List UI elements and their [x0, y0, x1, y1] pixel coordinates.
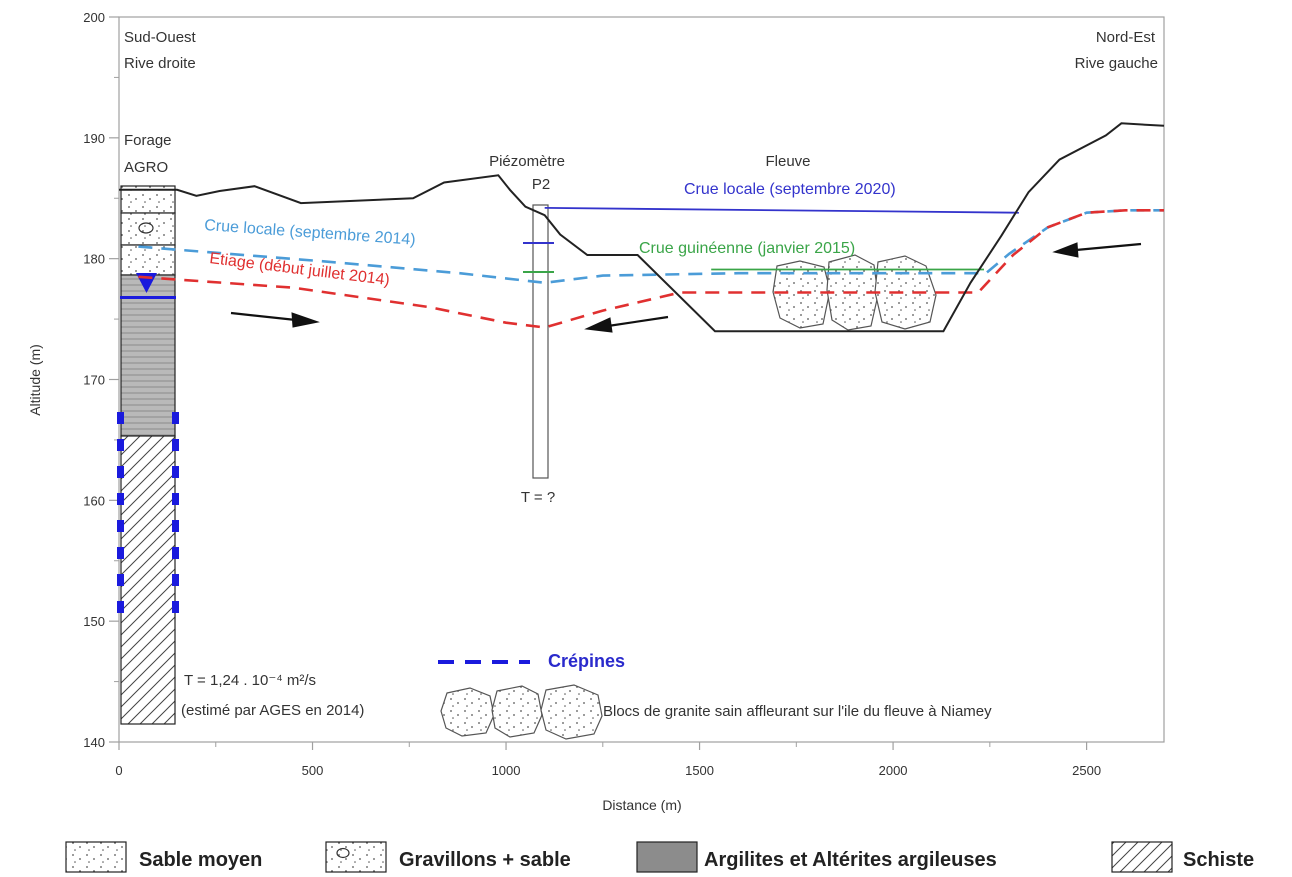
label-rive-droite: Rive droite [124, 55, 196, 72]
crepines-screens [117, 412, 179, 613]
y-tick-label: 190 [83, 131, 105, 146]
y-axis-ticks: 140 150 160 170 180 190 200 [83, 10, 119, 750]
lithology-legend: Sable moyen Gravillons + sable Argilites… [65, 841, 1254, 873]
x-tick-label: 2500 [1072, 763, 1101, 778]
water-level-lines [138, 207, 1164, 329]
label-nord-est: Nord-Est [1096, 29, 1156, 46]
flow-arrow-icon [584, 315, 669, 333]
y-tick-label: 200 [83, 10, 105, 25]
transmissivity-source: (estimé par AGES en 2014) [181, 702, 364, 719]
y-axis-label: Altitude (m) [27, 344, 43, 416]
screen-segment [172, 493, 179, 505]
screen-segment [172, 412, 179, 424]
screen-segment [117, 574, 124, 586]
x-tick-label: 0 [115, 763, 122, 778]
legend-label-argilites: Argilites et Altérites argileuses [704, 849, 997, 871]
label-rive-gauche: Rive gauche [1075, 55, 1158, 72]
legend-swatch-gravillons [325, 841, 387, 873]
legend-swatch-argilites [636, 841, 698, 873]
granite-legend-label: Blocs de granite sain affleurant sur l'i… [603, 703, 992, 720]
legend-label-sable: Sable moyen [139, 849, 262, 871]
piezometer-transmissivity: T = ? [521, 489, 555, 506]
plot-frame [118, 16, 1165, 743]
x-axis-label: Distance (m) [602, 797, 681, 813]
forage-label: Forage [124, 132, 172, 149]
screen-segment [172, 601, 179, 613]
fleuve-label: Fleuve [765, 153, 810, 170]
screen-segment [117, 466, 124, 478]
granite-legend-icon [440, 684, 603, 740]
legend-swatch-sable [65, 841, 127, 873]
x-tick-label: 500 [302, 763, 324, 778]
x-tick-label: 1500 [685, 763, 714, 778]
p2-label: P2 [532, 176, 550, 193]
screen-segment [117, 547, 124, 559]
ground-surface-profile [119, 122, 1165, 333]
screen-segment [117, 493, 124, 505]
x-tick-label: 1000 [492, 763, 521, 778]
screen-segment [117, 439, 124, 451]
piezometer-p2-tube [532, 204, 549, 479]
borehole-agro-column [120, 185, 176, 725]
label-crue-locale-2020: Crue locale (septembre 2020) [684, 181, 896, 198]
agro-label: AGRO [124, 159, 168, 176]
screen-segment [117, 412, 124, 424]
y-tick-label: 180 [83, 252, 105, 267]
screen-segment [172, 520, 179, 532]
label-sud-ouest: Sud-Ouest [124, 29, 197, 46]
legend-label-schiste: Schiste [1183, 849, 1254, 871]
y-tick-label: 140 [83, 735, 105, 750]
legend-label-gravillons: Gravillons + sable [399, 849, 571, 871]
y-tick-label: 170 [83, 373, 105, 388]
water-line-series [544, 207, 1019, 214]
piezometre-label: Piézomètre [489, 153, 565, 170]
label-crue-locale-2014: Crue locale (septembre 2014) [204, 217, 416, 249]
y-tick-label: 160 [83, 493, 105, 508]
screen-segment [172, 574, 179, 586]
x-tick-label: 2000 [879, 763, 908, 778]
screen-segment [117, 601, 124, 613]
crepines-label: Crépines [548, 651, 625, 671]
flow-arrow-icon [230, 311, 320, 328]
screen-segment [172, 439, 179, 451]
legend-swatch-schiste [1111, 841, 1173, 873]
screen-segment [172, 547, 179, 559]
flow-arrows [230, 242, 1142, 333]
flow-arrow-icon [1052, 242, 1142, 258]
screen-segment [172, 466, 179, 478]
x-axis-ticks: 0 500 1000 1500 2000 2500 [115, 742, 1101, 778]
y-tick-label: 150 [83, 614, 105, 629]
label-crue-guineenne-2015: Crue guinéenne (janvier 2015) [639, 240, 855, 257]
screen-segment [117, 520, 124, 532]
transmissivity-value: T = 1,24 . 10⁻⁴ m²/s [184, 672, 316, 689]
